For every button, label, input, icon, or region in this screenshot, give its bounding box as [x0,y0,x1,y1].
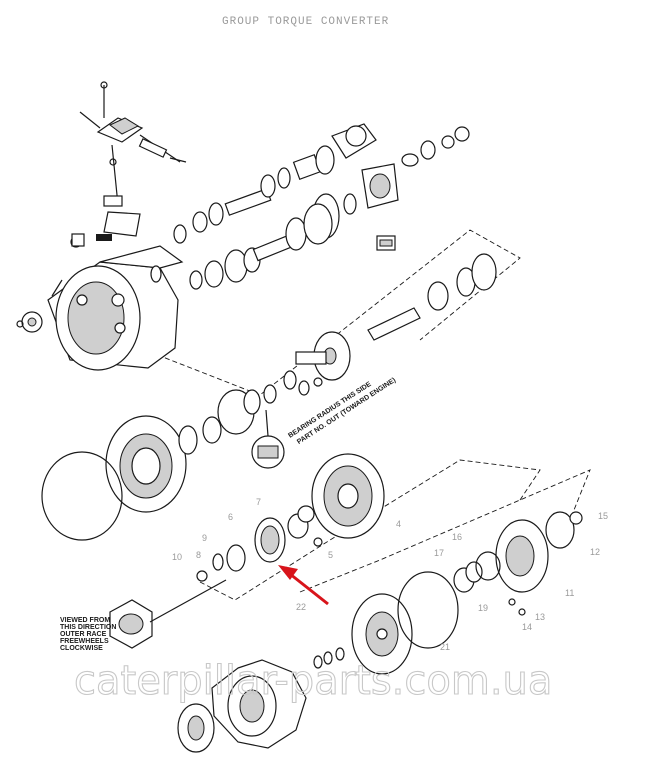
bearing-inset [251,409,285,469]
svg-text:CLOCKWISE: CLOCKWISE [60,645,103,652]
svg-text:5: 5 [328,550,333,560]
flywheel-housing [16,233,184,371]
svg-text:13: 13 [535,612,545,622]
svg-text:19: 19 [478,603,488,613]
svg-text:15: 15 [598,511,608,521]
bearing-note: BEARING RADIUS THIS SIDE PART NO. OUT (T… [287,377,397,446]
right-side-parts [453,511,583,616]
svg-text:10: 10 [172,552,182,562]
svg-text:16: 16 [452,532,462,542]
converter-housing [105,384,277,513]
connector-dashed-upper [149,229,521,396]
turbine [311,453,385,539]
svg-text:VIEWED FROM: VIEWED FROM [60,617,110,624]
pump-gear [21,311,43,333]
lower-gear-parts [177,647,345,753]
freewheel-inset [109,579,227,649]
svg-text:9: 9 [202,533,207,543]
watermark: caterpillar-parts.com.ua [74,658,552,704]
front-cover [351,571,459,675]
output-shaft [283,307,421,396]
svg-text:PART NO. OUT (TOWARD ENGINE): PART NO. OUT (TOWARD ENGINE) [296,377,397,446]
red-arrow [278,565,329,606]
svg-text:THIS DIRECTION: THIS DIRECTION [60,624,116,631]
svg-text:11: 11 [565,588,574,598]
svg-text:8: 8 [196,550,201,560]
svg-text:4: 4 [396,519,401,529]
callout-numbers: 4 5 6 7 8 9 10 11 12 13 14 15 16 17 19 2… [172,497,608,652]
svg-text:21: 21 [440,642,450,652]
svg-text:12: 12 [590,547,600,557]
svg-text:17: 17 [434,548,444,558]
svg-text:FREEWHEELS: FREEWHEELS [60,638,109,645]
stator-assembly [196,505,323,582]
svg-text:OUTER RACE: OUTER RACE [60,631,107,638]
connector-dashed-middle [199,459,541,601]
svg-text:7: 7 [256,497,261,507]
connector-dashed-lower [299,469,591,593]
middle-shaft-parts [150,203,497,311]
view-note: VIEWED FROM THIS DIRECTION OUTER RACE FR… [60,617,116,652]
svg-text:6: 6 [228,512,233,522]
svg-text:22: 22 [296,602,306,612]
svg-text:14: 14 [522,622,532,632]
breather-bracket-assembly [70,81,187,248]
diagram-title: GROUP TORQUE CONVERTER [222,16,389,28]
o-ring-large [41,451,123,541]
